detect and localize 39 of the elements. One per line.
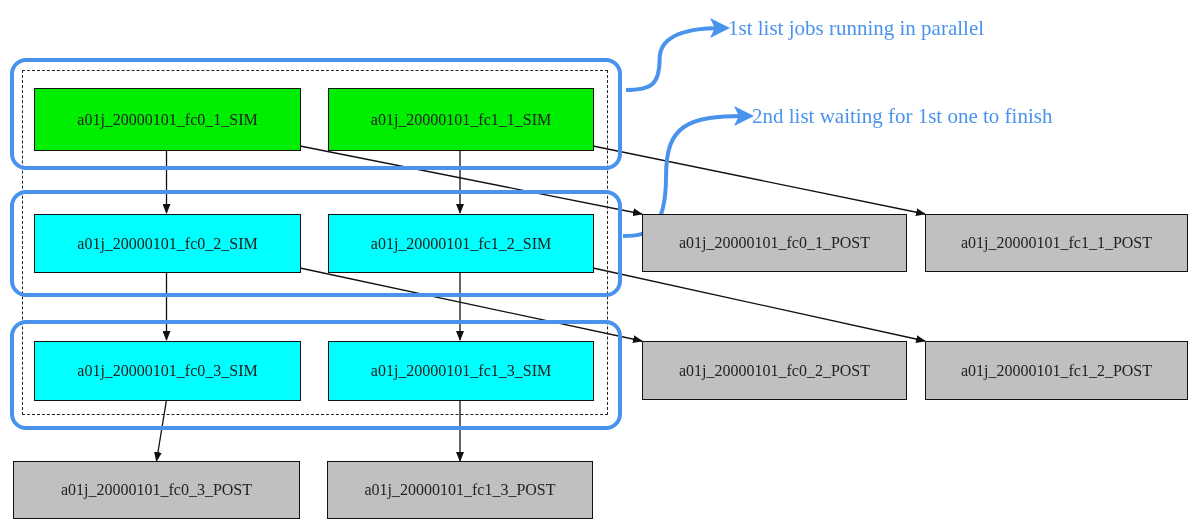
job-box [642, 214, 907, 272]
curved-arrow [625, 18, 730, 92]
arrow [154, 399, 168, 462]
job-name: a01j_20000101_fc0_2_SIM [77, 234, 258, 253]
arrow [299, 267, 643, 344]
job-box [328, 341, 594, 401]
arrow [456, 271, 464, 341]
job-name: a01j_20000101_fc1_3_POST [364, 481, 556, 499]
arrow [592, 145, 926, 217]
arrow [456, 399, 464, 462]
job-box [328, 214, 594, 273]
job-name: a01j_20000101_fc0_3_SIM [77, 362, 258, 380]
job-box [34, 88, 301, 151]
arrow [456, 149, 464, 214]
annotation-text: 2nd list waiting for 1st one to finish [752, 103, 1053, 129]
job-name: a01j_20000101_fc0_3_POST [60, 481, 253, 499]
job-name: a01j_20000101_fc1_1_SIM [370, 110, 552, 129]
annotation-text: 1st list jobs running in parallel [728, 15, 985, 41]
job-name: a01j_20000101_fc1_3_SIM [370, 362, 552, 380]
arrow [299, 145, 643, 217]
job-name: a01j_20000101_fc1_2_POST [960, 361, 1153, 380]
job-box [642, 341, 907, 400]
job-box [34, 214, 301, 273]
job-box [34, 341, 301, 401]
job-name: a01j_20000101_fc0_1_SIM [77, 110, 258, 129]
arrow [162, 149, 171, 214]
job-box [13, 461, 300, 519]
arrow [162, 271, 171, 341]
job-name: a01j_20000101_fc1_2_SIM [370, 234, 552, 253]
job-box [327, 461, 593, 519]
dashed-cluster-box [22, 70, 608, 415]
arrow [592, 267, 926, 343]
job-name: a01j_20000101_fc1_1_POST [960, 234, 1153, 252]
job-name: a01j_20000101_fc0_1_POST [678, 234, 871, 252]
job-name: a01j_20000101_fc0_2_POST [678, 361, 871, 380]
job-box [925, 341, 1188, 400]
curved-arrow [622, 106, 754, 238]
job-box [328, 88, 594, 151]
job-box [925, 214, 1188, 272]
